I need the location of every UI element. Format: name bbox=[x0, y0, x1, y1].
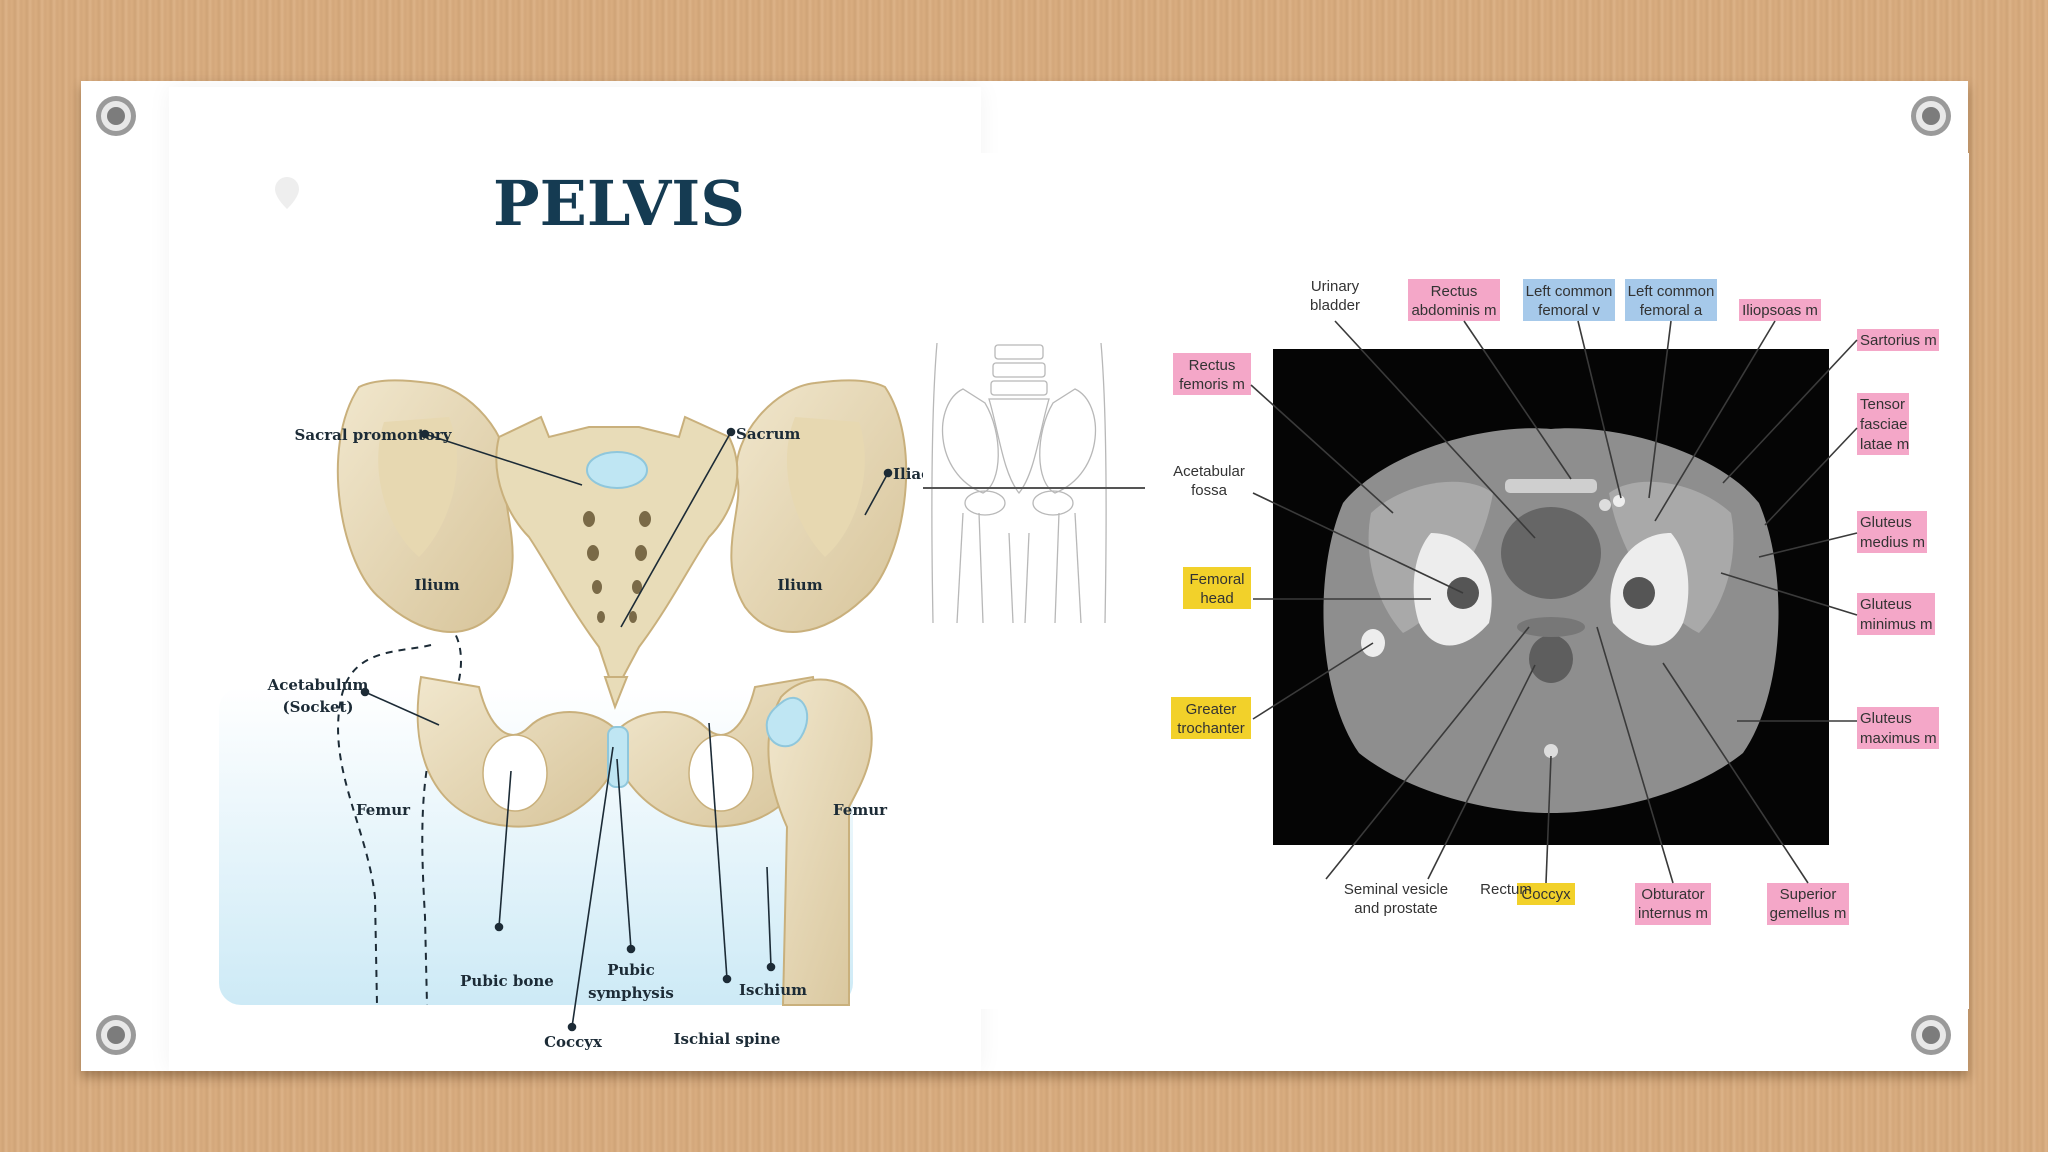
label-superior-gemellus-1: Superior bbox=[1780, 886, 1837, 903]
pelvis-illustration: PELVIS bbox=[219, 167, 978, 1051]
label-gluteus-maximus-2: maximus m bbox=[1860, 730, 1937, 747]
label-gluteus-medius-2: medius m bbox=[1860, 534, 1925, 551]
label-rectum: Rectum bbox=[1480, 881, 1532, 898]
tag-rectus-abdominis bbox=[1408, 279, 1500, 321]
tag-gluteus-maximus bbox=[1857, 707, 1939, 749]
label-urinary-bladder-2: bladder bbox=[1310, 297, 1360, 314]
label-seminal-vesicle-1: Seminal vesicle bbox=[1344, 881, 1448, 898]
label-femoral-a-2: femoral a bbox=[1640, 302, 1703, 319]
ct-seminal-vesicle bbox=[1517, 617, 1585, 637]
label-iliopsoas: Iliopsoas m bbox=[1742, 302, 1818, 319]
label-acetabular-fossa-2: fossa bbox=[1191, 482, 1228, 499]
label-pubic-symphysis-2: symphysis bbox=[588, 984, 674, 1002]
grommet-bottom-right-icon bbox=[1911, 1015, 1951, 1055]
watermark-pin-icon bbox=[275, 177, 299, 209]
right-hip-cartilage bbox=[765, 696, 809, 748]
pubic-symphysis-disc bbox=[607, 726, 629, 788]
tag-iliopsoas bbox=[1739, 299, 1821, 321]
tag-gluteus-medius bbox=[1857, 511, 1927, 553]
tag-rectus-femoris bbox=[1173, 353, 1251, 395]
pelvis-leader-lines bbox=[360, 427, 893, 1032]
sacrum-bone bbox=[495, 415, 739, 678]
label-ilium-right: Ilium bbox=[777, 576, 822, 594]
slide-board: PELVIS bbox=[81, 81, 1969, 1071]
pelvis-illustration-panel: PELVIS bbox=[169, 87, 981, 1071]
label-tensor-3: latae m bbox=[1860, 436, 1909, 453]
label-gluteus-medius-1: Gluteus bbox=[1860, 514, 1912, 531]
label-rectus-abdominis-1: Rectus bbox=[1431, 283, 1478, 300]
label-sacral-promontory: Sacral promontory bbox=[295, 426, 453, 444]
label-greater-trochanter-2: trochanter bbox=[1177, 720, 1245, 737]
ct-femoral-artery bbox=[1613, 495, 1625, 507]
label-pubic-symphysis: Pubic bbox=[607, 961, 655, 979]
pelvis-title: PELVIS bbox=[493, 167, 745, 240]
label-seminal-vesicle-2: and prostate bbox=[1354, 900, 1437, 917]
label-coccyx: Coccyx bbox=[544, 1033, 603, 1051]
label-superior-gemellus-2: gemellus m bbox=[1770, 905, 1847, 922]
right-obturator-foramen bbox=[688, 734, 754, 812]
label-rectus-abdominis-2: abdominis m bbox=[1411, 302, 1496, 319]
label-femoral-v-1: Left common bbox=[1526, 283, 1613, 300]
label-gluteus-minimus-2: minimus m bbox=[1860, 616, 1933, 633]
ct-diagram: Urinary bladder Rectus abdominis m Left … bbox=[923, 278, 1939, 925]
label-femoral-v-2: femoral v bbox=[1538, 302, 1600, 319]
grommet-bottom-left-icon bbox=[96, 1015, 136, 1055]
label-acetabulum-socket: (Socket) bbox=[282, 698, 353, 716]
label-femoral-head-2: head bbox=[1200, 590, 1233, 607]
label-rectus-femoris-1: Rectus bbox=[1189, 357, 1236, 374]
label-femur-right: Femur bbox=[833, 801, 888, 819]
ct-text-labels: Urinary bladder Rectus abdominis m Left … bbox=[1173, 278, 1937, 922]
tag-greater-trochanter bbox=[1171, 697, 1251, 739]
tag-tensor-fasciae-latae bbox=[1857, 393, 1909, 455]
label-sartorius: Sartorius m bbox=[1860, 332, 1937, 349]
coccyx-bone bbox=[603, 676, 629, 710]
skeleton-locator-sketch bbox=[931, 342, 1107, 624]
label-obturator-1: Obturator bbox=[1641, 886, 1704, 903]
grommet-top-left-icon bbox=[96, 96, 136, 136]
ct-rectus-abdominis bbox=[1505, 479, 1597, 493]
ct-coccyx bbox=[1544, 744, 1558, 758]
label-gluteus-maximus-1: Gluteus bbox=[1860, 710, 1912, 727]
label-femur-left: Femur bbox=[356, 801, 411, 819]
label-acetabulum: Acetabulum bbox=[267, 676, 369, 694]
label-coccyx-ct: Coccyx bbox=[1521, 886, 1571, 903]
label-ilium-left: Ilium bbox=[414, 576, 459, 594]
ct-femoral-vein bbox=[1599, 499, 1611, 511]
ct-rectum bbox=[1529, 635, 1573, 683]
left-ilium-fossa bbox=[378, 417, 458, 557]
ct-urinary-bladder bbox=[1501, 507, 1601, 599]
ct-leader-lines bbox=[1250, 320, 1858, 884]
label-ischial-spine: Ischial spine bbox=[674, 1030, 781, 1048]
label-tensor-2: fasciae bbox=[1860, 416, 1908, 433]
label-femoral-head-1: Femoral bbox=[1189, 571, 1244, 588]
tag-left-common-femoral-v bbox=[1523, 279, 1615, 321]
label-femoral-a-1: Left common bbox=[1628, 283, 1715, 300]
tag-femoral-head bbox=[1183, 567, 1251, 609]
right-femur-bone bbox=[767, 678, 873, 1006]
right-ilium-fossa bbox=[786, 417, 865, 557]
tag-superior-gemellus bbox=[1767, 883, 1849, 925]
sacral-disc bbox=[586, 451, 648, 489]
label-greater-trochanter-1: Greater bbox=[1186, 701, 1237, 718]
label-rectus-femoris-2: femoris m bbox=[1179, 376, 1245, 393]
label-tensor-1: Tensor bbox=[1860, 396, 1905, 413]
tag-obturator-internus bbox=[1635, 883, 1711, 925]
ct-label-tags bbox=[1171, 279, 1939, 925]
label-pubic-bone: Pubic bone bbox=[460, 972, 554, 990]
tag-sartorius bbox=[1857, 329, 1939, 351]
sacral-foramina bbox=[583, 511, 651, 623]
label-urinary-bladder-1: Urinary bbox=[1311, 278, 1360, 295]
ct-left-femoral-fossa bbox=[1623, 577, 1655, 609]
label-obturator-2: internus m bbox=[1638, 905, 1708, 922]
grommet-top-right-icon bbox=[1911, 96, 1951, 136]
left-obturator-foramen bbox=[482, 734, 548, 812]
tag-gluteus-minimus bbox=[1857, 593, 1935, 635]
label-acetabular-fossa-1: Acetabular bbox=[1173, 463, 1245, 480]
tag-coccyx bbox=[1517, 883, 1575, 905]
label-gluteus-minimus-1: Gluteus bbox=[1860, 596, 1912, 613]
tag-left-common-femoral-a bbox=[1625, 279, 1717, 321]
label-sacrum: Sacrum bbox=[736, 425, 800, 443]
ct-diagram-panel: Urinary bladder Rectus abdominis m Left … bbox=[923, 153, 1969, 1009]
label-ischium: Ischium bbox=[739, 981, 807, 999]
